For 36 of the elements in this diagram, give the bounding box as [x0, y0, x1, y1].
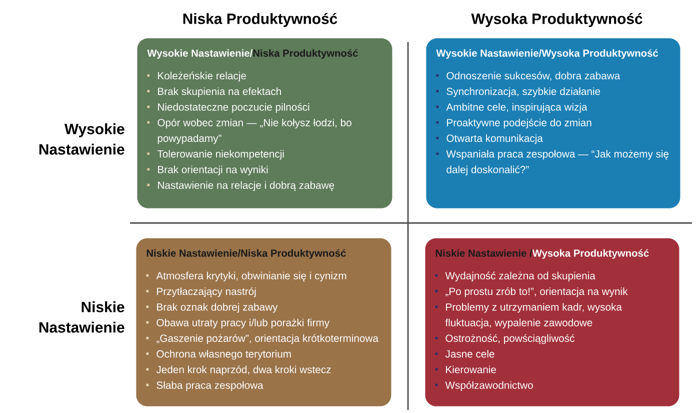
list-item: Przytłaczający nastrój	[157, 287, 256, 298]
quadrant-box	[425, 238, 680, 406]
list-item: Koleżeńskie relacje	[158, 72, 246, 82]
list-item: Opór wobec zmian — „Nie kołysz łodzi, bo powypadamy”	[158, 118, 352, 144]
list-item: Kierowanie	[446, 366, 496, 374]
quadrant-heading: Niskie Nastawienie/Niska Produktywność	[146, 249, 346, 259]
quadrant-heading: Wysokie Nastawienie/Niska Produktywność	[147, 49, 358, 59]
list-item: Jasne cele	[445, 350, 494, 358]
list-item: Brak skupienia na efektach	[158, 87, 281, 98]
list-item: Brak oznak dobrej zabawy	[157, 303, 278, 313]
list-item: Współzawodnictwo	[445, 381, 533, 391]
quadrant-box	[137, 38, 392, 208]
quadrant-heading: Wysokie Nastawienie/Wysoka Produktywność	[436, 49, 658, 59]
quadrant-box	[426, 38, 680, 208]
list-item: Odnoszenie sukcesów, dobra zabawa	[446, 72, 620, 81]
list-item: Słaba praca zespołowa	[156, 381, 264, 391]
list-item: Nastawienie na relacje i dobrą zabawę	[158, 181, 334, 191]
list-item: Brak orientacji na wyniki	[158, 166, 268, 176]
list-item: Proaktywne podejście do zmian	[447, 118, 592, 128]
list-item: „Po prostu zrób to!”, orientacja na wynik	[446, 287, 628, 298]
list-item: Ochrona własnego terytorium	[156, 350, 291, 360]
quadrant-heading: Niskie Nastawienie /Wysoka Produktywność	[436, 249, 649, 259]
list-item: Tolerowanie niekompetencji	[157, 150, 284, 160]
list-item: Niedostateczne poczucie pilności	[158, 102, 310, 113]
list-item: Problemy z utrzymaniem kadr, wysoka fluktuacja, wypalenie zawodowe	[445, 303, 622, 328]
list-item: Atmosfera krytyki, obwinianie się i cynizm	[156, 272, 346, 282]
list-item: Wydajność zależna od skupienia	[445, 272, 596, 282]
list-item: „Gaszenie pożarów”, orientacja krótkoterminowa	[156, 334, 378, 344]
list-item: Ostrożność, powściągliwość	[446, 334, 574, 344]
list-item: Obawa utraty pracy i/lub porażki firmy	[156, 318, 330, 328]
list-item: Wspaniała praca zespołowa — “Jak możemy się dalej doskonalić?”	[446, 150, 669, 176]
list-item: Jeden krok naprzód, dwa kroki wstecz	[156, 366, 331, 376]
list-item: Otwarta komunikacja	[446, 134, 543, 144]
list-item: Synchronizacja, szybkie działanie	[446, 87, 600, 98]
list-item: Ambitne cele, inspirująca wizja	[446, 103, 588, 113]
quadrant-box	[136, 238, 392, 406]
